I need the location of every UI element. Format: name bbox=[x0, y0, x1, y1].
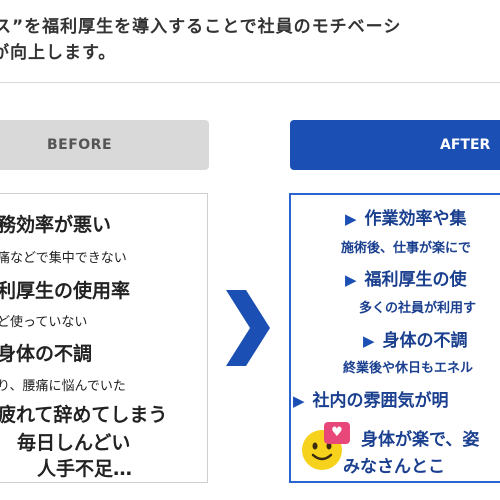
after-label: AFTER bbox=[440, 137, 491, 153]
after-item: ▶福利厚生の使 bbox=[345, 270, 467, 290]
chevron-right-icon bbox=[226, 290, 270, 366]
smiley-face-icon bbox=[302, 430, 342, 470]
before-header: BEFORE bbox=[0, 120, 209, 170]
before-item: 利厚生の使用率 bbox=[0, 280, 131, 302]
before-item: ど使っていない bbox=[0, 315, 88, 330]
before-item: 痛などで集中できない bbox=[0, 251, 127, 266]
after-item: 施術後、仕事が楽にで bbox=[341, 241, 472, 256]
after-item: ▶作業効率や集 bbox=[345, 209, 467, 229]
after-item: 身体が楽で、姿 bbox=[361, 430, 480, 450]
after-item: 終業後や休日もエネル bbox=[343, 361, 474, 376]
triangle-right-icon: ▶ bbox=[363, 332, 375, 350]
divider bbox=[0, 82, 500, 83]
after-item: みなさんとこ bbox=[343, 457, 445, 477]
triangle-right-icon: ▶ bbox=[345, 210, 357, 228]
before-item: り、腰痛に悩んでいた bbox=[0, 379, 126, 394]
headline: ス”を福利厚生を導入することで社員のモチベーシ が向上します。 bbox=[0, 14, 500, 66]
before-panel: 務効率が悪い 痛などで集中できない 利厚生の使用率 ど使っていない 身体の不調 … bbox=[0, 193, 208, 483]
headline-line-1: ス”を福利厚生を導入することで社員のモチベーシ bbox=[0, 17, 402, 37]
after-item: ▶身体の不調 bbox=[363, 331, 468, 351]
before-label: BEFORE bbox=[46, 137, 113, 153]
before-item: 務効率が悪い bbox=[0, 214, 112, 236]
before-item: 身体の不調 bbox=[0, 343, 93, 365]
triangle-right-icon: ▶ bbox=[345, 271, 357, 289]
before-item: 毎日しんどい bbox=[17, 432, 131, 454]
heart-icon: ♥ bbox=[324, 422, 350, 444]
after-item: 多くの社員が利用す bbox=[359, 301, 477, 316]
before-item: 疲れて辞めてしまう bbox=[0, 404, 168, 426]
headline-line-2: が向上します。 bbox=[0, 43, 117, 63]
before-item: 人手不足… bbox=[37, 458, 133, 480]
triangle-right-icon: ▶ bbox=[293, 392, 305, 410]
after-item: ▶社内の雰囲気が明 bbox=[293, 391, 449, 411]
after-header: AFTER bbox=[290, 120, 500, 170]
